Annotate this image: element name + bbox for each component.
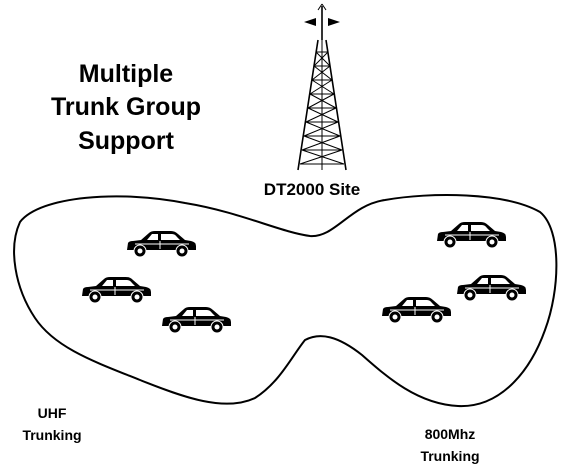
right-region-line-2: Trunking [420, 448, 479, 464]
car-icon [436, 221, 507, 249]
title-line-1: Multiple [79, 60, 174, 88]
car-icon [81, 276, 152, 304]
car-icon [126, 230, 197, 258]
right-region-label: 800Mhz Trunking [420, 426, 479, 464]
car-icon [161, 306, 232, 334]
tower-lattice [299, 51, 345, 165]
right-region-cars [381, 221, 527, 324]
title-line-2: Trunk Group [51, 93, 201, 121]
right-region-line-1: 800Mhz [425, 426, 476, 442]
car-icon [381, 296, 452, 324]
left-region-label: UHF Trunking [22, 405, 81, 443]
left-region-cars [81, 230, 232, 334]
title-line-3: Support [78, 127, 174, 155]
coverage-area-outline [13, 194, 558, 408]
radio-tower-icon [297, 3, 347, 171]
car-icon [456, 274, 527, 302]
diagram-title: Multiple Trunk Group Support [51, 60, 201, 155]
left-region-line-2: Trunking [22, 427, 81, 443]
site-label: DT2000 Site [264, 180, 360, 199]
left-region-line-1: UHF [38, 405, 67, 421]
